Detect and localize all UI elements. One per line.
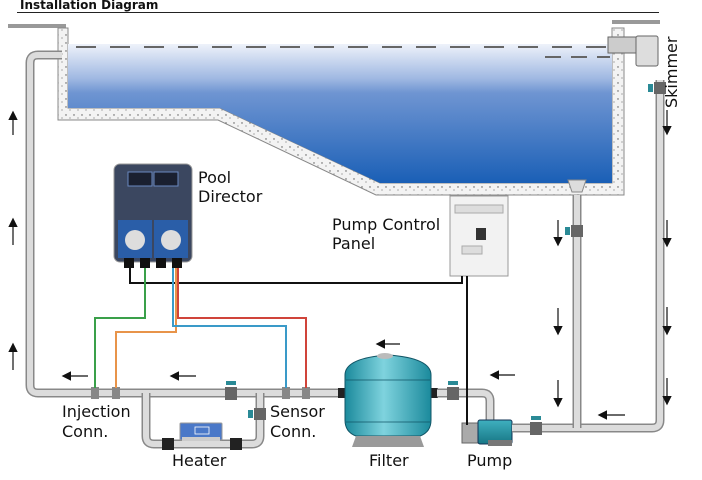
label-pool-director-1: Pool	[198, 168, 231, 187]
flow-arrows	[8, 110, 672, 420]
valve-pump[interactable]	[530, 416, 542, 435]
label-injection-2: Conn.	[62, 422, 108, 441]
valve-heater[interactable]	[248, 408, 266, 420]
label-pump-control-1: Pump Control	[332, 215, 440, 234]
label-filter: Filter	[369, 451, 409, 470]
skimmer	[607, 35, 659, 67]
valve-skimmer[interactable]	[648, 82, 666, 94]
injection-fitting-1	[91, 387, 99, 399]
label-heater: Heater	[172, 451, 227, 470]
heater	[162, 422, 242, 450]
label-skimmer: Skimmer	[662, 36, 681, 108]
wire-green	[94, 268, 146, 388]
wire-orange	[115, 268, 177, 388]
label-pump: Pump	[467, 451, 512, 470]
pool-deck-right	[612, 20, 660, 24]
filter	[338, 353, 438, 447]
valve-filter[interactable]	[447, 381, 459, 400]
title-underline	[17, 12, 659, 13]
wire-blue	[172, 268, 287, 388]
pump	[461, 419, 513, 446]
main-drain	[567, 179, 587, 193]
label-sensor-1: Sensor	[270, 402, 325, 421]
label-sensor-2: Conn.	[270, 422, 316, 441]
sensor-fitting-1	[282, 387, 290, 399]
valve-main-drain[interactable]	[565, 225, 583, 237]
pump-control-panel-device	[449, 195, 509, 277]
injection-fitting-2	[112, 387, 120, 399]
wire-black-control	[129, 268, 463, 284]
label-pool-director-2: Director	[198, 187, 263, 206]
diagram-title: Installation Diagram	[20, 0, 159, 12]
label-injection-1: Injection	[62, 402, 131, 421]
filter-pump-pipe	[437, 388, 495, 420]
wire-red	[177, 268, 307, 388]
pool-water	[68, 44, 612, 183]
pool-deck-left	[8, 24, 66, 28]
valve-main[interactable]	[225, 381, 237, 400]
sensor-fitting-2	[302, 387, 310, 399]
label-pump-control-2: Panel	[332, 234, 375, 253]
pool-director-device	[113, 163, 193, 268]
